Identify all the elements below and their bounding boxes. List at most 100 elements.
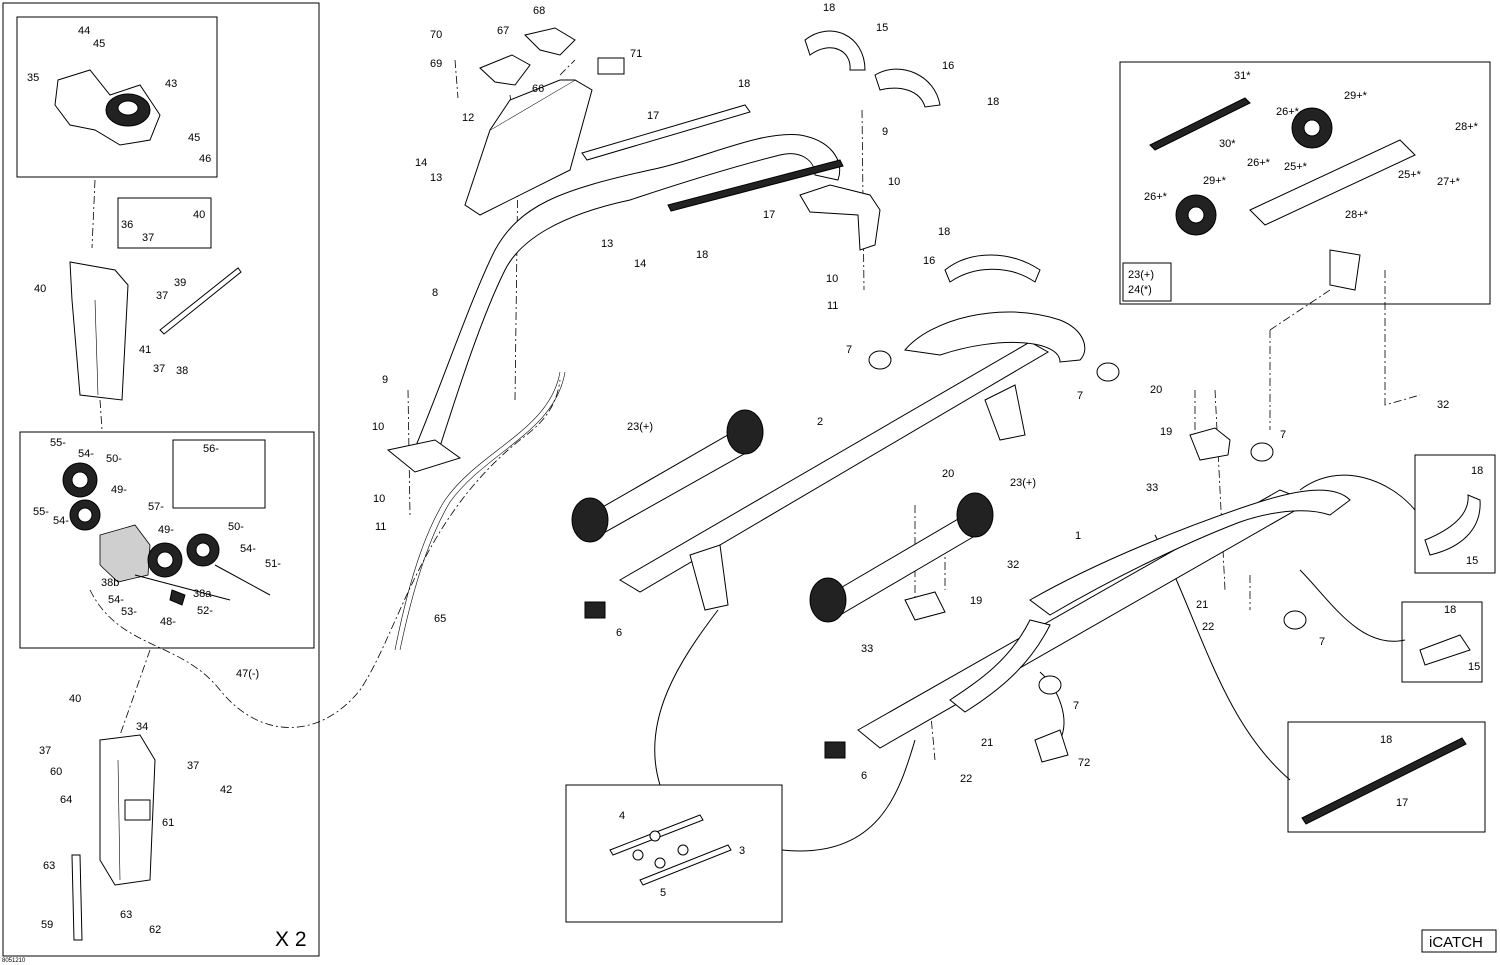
- callout-c23b: 23(+): [1010, 477, 1036, 489]
- callout-c37d: 37: [39, 745, 51, 757]
- callout-c18g: 18: [1444, 604, 1456, 616]
- callout-c14b: 14: [634, 258, 646, 270]
- winch-cable-65: [394, 371, 561, 651]
- callout-c20b: 20: [1150, 384, 1162, 396]
- callout-c19b: 19: [1160, 426, 1172, 438]
- callout-c7b: 7: [1077, 390, 1083, 402]
- callout-c48: 48-: [160, 616, 176, 628]
- pad-15-inset-b: [1419, 634, 1471, 666]
- callout-c7c: 7: [1280, 429, 1286, 441]
- callout-c63b: 63: [120, 909, 132, 921]
- callout-c59: 59: [41, 919, 53, 931]
- roller-23-upper: [571, 409, 764, 543]
- left-panel: [2, 2, 320, 957]
- callout-c2: 2: [817, 416, 823, 428]
- callout-c62: 62: [149, 924, 161, 936]
- callout-c56: 56-: [203, 443, 219, 455]
- callout-c30: 30*: [1219, 138, 1236, 150]
- roller-23-lower: [809, 492, 994, 623]
- callout-c16b: 16: [923, 255, 935, 267]
- callout-c15b: 15: [1466, 555, 1478, 567]
- callout-c27: 27+*: [1437, 176, 1461, 188]
- callout-c5: 5: [660, 887, 666, 899]
- callout-c49b: 49-: [158, 524, 174, 536]
- callout-c18h: 18: [1380, 734, 1392, 746]
- callout-c69: 69: [430, 58, 442, 70]
- callout-c21b: 21: [981, 737, 993, 749]
- callout-c14a: 14: [415, 157, 427, 169]
- callout-c18a: 18: [738, 78, 750, 90]
- callout-c31: 31*: [1234, 70, 1251, 82]
- callout-c22b: 22: [960, 773, 972, 785]
- callout-c18c: 18: [823, 2, 835, 14]
- pad-15-inset-a: [1424, 494, 1481, 556]
- callout-c55a: 55-: [50, 437, 66, 449]
- callout-c54a: 54-: [78, 448, 94, 460]
- legend-line-1: 23(+): [1128, 269, 1154, 281]
- callout-c51: 51-: [265, 558, 281, 570]
- flow-lines: [89, 59, 1421, 852]
- callout-c54c: 54-: [240, 543, 256, 555]
- callout-c29b: 29+*: [1203, 175, 1227, 187]
- roller-kit: [1149, 97, 1416, 291]
- callout-c4: 4: [619, 810, 625, 822]
- bracket-40-upper: [69, 261, 129, 401]
- callout-c65: 65: [434, 613, 446, 625]
- callout-c72: 72: [1078, 757, 1090, 769]
- callout-c26c: 26+*: [1144, 191, 1168, 203]
- callout-c38: 38: [176, 365, 188, 377]
- callout-c36: 36: [121, 219, 133, 231]
- callout-c19a: 19: [970, 595, 982, 607]
- callout-c15a: 15: [876, 22, 888, 34]
- callout-c15c: 15: [1468, 661, 1480, 673]
- callout-c37a: 37: [142, 232, 154, 244]
- callout-c8: 8: [432, 287, 438, 299]
- callout-c10d: 10: [826, 273, 838, 285]
- callout-c10a: 10: [372, 421, 384, 433]
- callout-c38b: 38b: [101, 577, 119, 589]
- hardware-fasteners: [609, 814, 732, 886]
- callout-c32a: 32: [1007, 559, 1019, 571]
- callout-c16a: 16: [942, 60, 954, 72]
- roller-kit-inset-box: [1119, 61, 1491, 305]
- bracket-34-lower: [71, 734, 156, 941]
- callout-c25a: 25+*: [1284, 161, 1308, 173]
- callout-c64: 64: [60, 794, 72, 806]
- callout-c50a: 50-: [106, 453, 122, 465]
- winch-assembly: [62, 462, 271, 606]
- callout-c6b: 6: [861, 770, 867, 782]
- bow-pads-15-16: [804, 30, 1041, 283]
- callout-c49a: 49-: [111, 484, 127, 496]
- callout-c42: 42: [220, 784, 232, 796]
- callout-c9b: 9: [882, 126, 888, 138]
- bow-stop-frame-8: [386, 133, 841, 473]
- callout-c45b: 45: [188, 132, 200, 144]
- callout-c47: 47(-): [236, 668, 259, 680]
- callout-c54d: 54-: [108, 594, 124, 606]
- base-bracket-right: [799, 184, 881, 251]
- callout-c1: 1: [1075, 530, 1081, 542]
- callout-c21a: 21: [1196, 599, 1208, 611]
- callout-c41: 41: [139, 344, 151, 356]
- callout-c37b: 37: [156, 290, 168, 302]
- callout-c13a: 13: [430, 172, 442, 184]
- callout-c25b: 25+*: [1398, 169, 1422, 181]
- callout-c39: 39: [174, 277, 186, 289]
- pad-inset-box-b: [1401, 601, 1483, 683]
- callout-c7e: 7: [1073, 700, 1079, 712]
- callout-c52: 52-: [197, 605, 213, 617]
- callout-c10b: 10: [373, 493, 385, 505]
- callout-c40b: 40: [34, 283, 46, 295]
- drawing-code: 8051210: [2, 958, 26, 964]
- winch-cable-65b: [399, 371, 566, 651]
- main-tube-1: [824, 489, 1351, 759]
- spring-rod-39: [159, 267, 242, 335]
- callout-c40c: 40: [69, 693, 81, 705]
- callout-c26b: 26+*: [1247, 157, 1271, 169]
- callout-c43: 43: [165, 78, 177, 90]
- callout-c55b: 55-: [33, 506, 49, 518]
- callout-c67: 67: [497, 25, 509, 37]
- callout-c45a: 45: [93, 38, 105, 50]
- callout-c18b: 18: [696, 249, 708, 261]
